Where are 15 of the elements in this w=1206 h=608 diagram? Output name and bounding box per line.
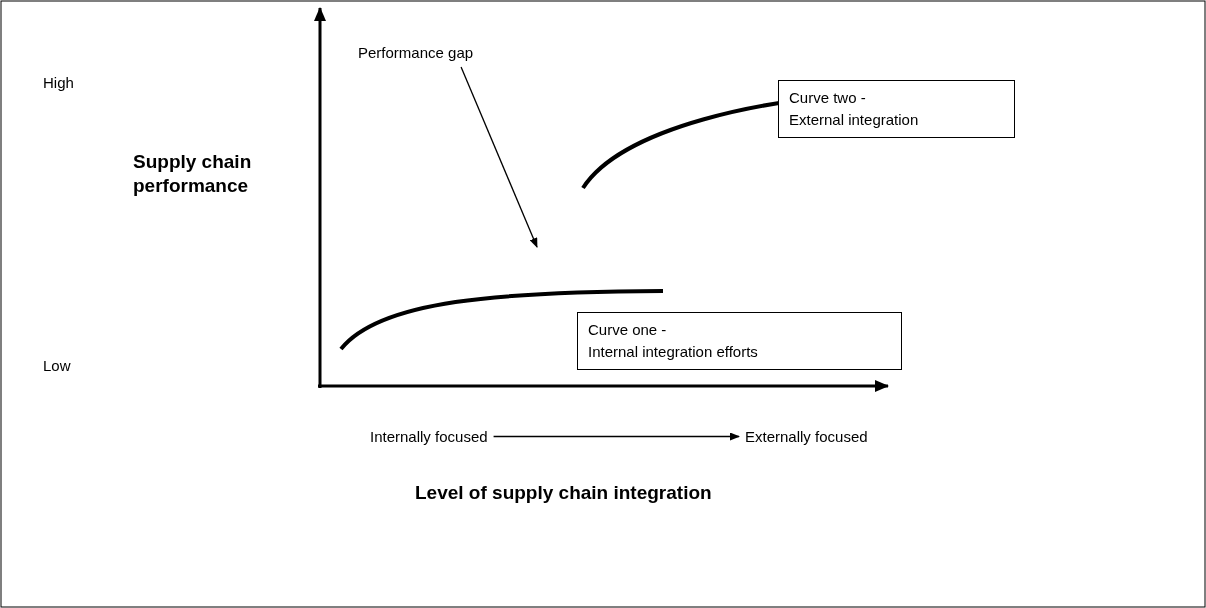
axis-title: Supply chain performance <box>133 150 253 198</box>
text-box <box>778 80 1015 138</box>
text-box <box>577 312 902 370</box>
leader-arrow <box>460 66 538 248</box>
box-text: Curve two - <box>789 88 867 108</box>
arrow <box>492 432 740 441</box>
box-text: Curve one - <box>588 320 668 340</box>
axis-caption: Externally focused <box>745 428 868 445</box>
box-text: External integration <box>789 110 920 130</box>
axis-title: Level of supply chain integration <box>415 481 712 505</box>
callout-text: Performance gap <box>358 44 474 61</box>
scale-label: Low <box>43 357 71 374</box>
box-text: Internal integration efforts <box>588 342 759 362</box>
scale-label: High <box>43 74 74 91</box>
axis-caption: Internally focused <box>370 428 488 445</box>
